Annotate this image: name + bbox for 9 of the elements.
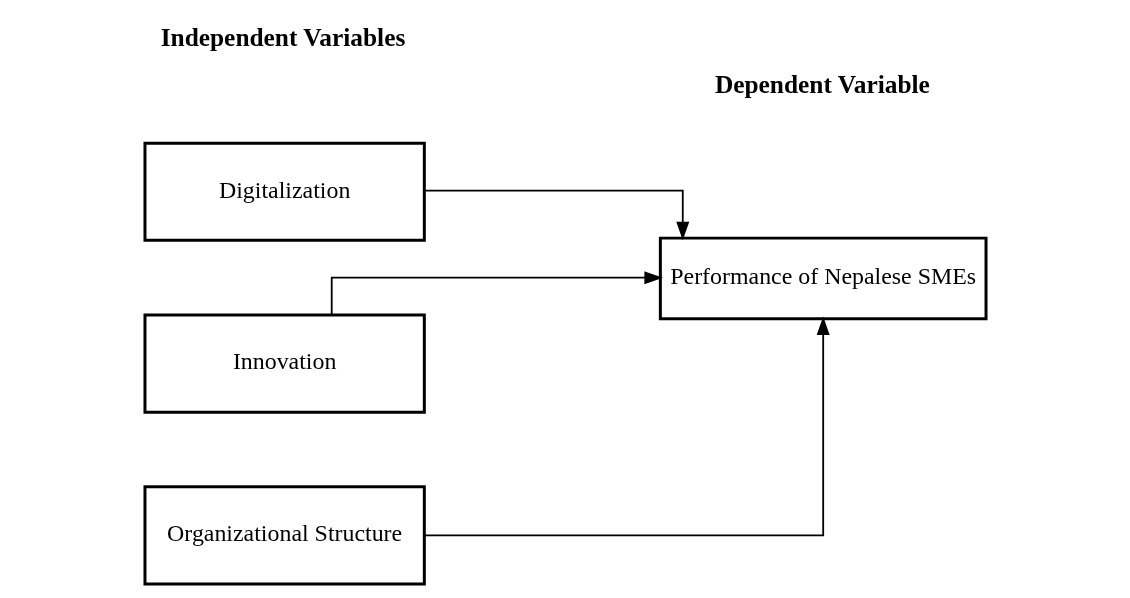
label: Dependent Variable — [714, 70, 930, 99]
node-box: Performance of Nepalese SMEs — [658, 236, 987, 321]
arrow — [423, 189, 689, 241]
arrow — [423, 316, 830, 537]
node-box: Innovation — [143, 313, 426, 414]
label: Independent Variables — [160, 22, 405, 51]
node-box: Digitalization — [143, 141, 426, 242]
node-box: Organizational Structure — [143, 485, 426, 586]
arrow — [330, 271, 663, 316]
